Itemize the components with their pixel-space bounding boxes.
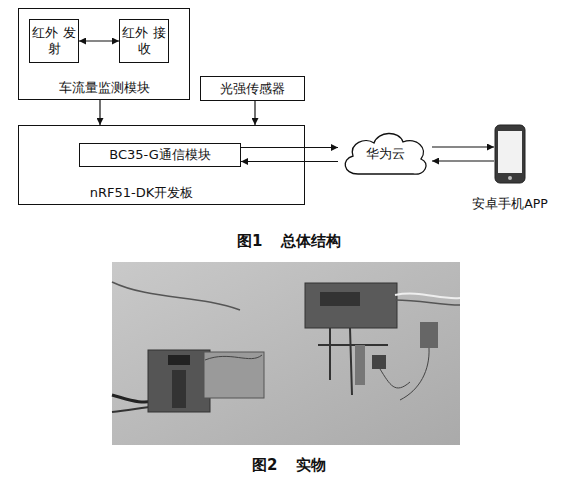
phone-outline	[494, 124, 526, 184]
board-box: nRF51-DK开发板 BC35-G通信模块	[18, 125, 305, 205]
module-box: BC35-G通信模块	[79, 143, 241, 167]
photo-background	[112, 262, 460, 445]
connector-arrow	[254, 101, 255, 125]
sensor-box: 红外 发射	[29, 19, 79, 63]
connector-arrow	[432, 160, 494, 161]
photo-cable	[112, 395, 160, 402]
node-text: 红外 发射	[30, 25, 78, 57]
node-text: 红外 接收	[120, 25, 168, 57]
photo-breadboard	[204, 352, 264, 398]
photo-stand	[318, 328, 388, 395]
sensor-box: 红外 接收	[119, 19, 169, 63]
photo-board	[305, 283, 397, 328]
photo-wire	[400, 348, 429, 400]
node-text: 华为云	[366, 146, 405, 162]
sensor-box: 光强传感器	[200, 76, 305, 101]
node-text: 光强传感器	[220, 81, 285, 97]
cloud-node: 华为云	[338, 128, 432, 180]
figure-caption: 图2 实物	[252, 456, 326, 475]
photo-wire	[205, 355, 262, 360]
node-text: BC35-G通信模块	[109, 147, 211, 163]
node-text: 安卓手机APP	[472, 196, 548, 212]
photo-cable	[395, 294, 460, 299]
cloud-outline	[345, 133, 426, 174]
photo-wire	[380, 369, 410, 388]
phone-screen	[498, 131, 522, 173]
module-group: 车流量监测模块 红外 发射 红外 接收	[18, 8, 190, 100]
photo-wire	[112, 282, 240, 310]
photo-sensor	[420, 322, 438, 348]
photo-chip	[172, 370, 186, 408]
photo-cable	[112, 406, 158, 412]
connector-arrow	[99, 100, 100, 125]
node-text: nRF51-DK开发板	[90, 185, 194, 201]
phone-node: 安卓手机APP	[494, 124, 526, 184]
phone-body	[495, 125, 525, 183]
photo-part	[355, 345, 365, 385]
photo-board	[148, 350, 210, 412]
phone-button	[508, 176, 512, 180]
photo-sensor	[372, 355, 386, 369]
photo-module	[320, 292, 360, 306]
photo	[112, 262, 460, 445]
figure-caption: 图1 总体结构	[237, 232, 341, 251]
connector-arrow	[432, 146, 494, 147]
photo-display	[168, 355, 190, 365]
node-text: 车流量监测模块	[59, 80, 150, 96]
photo-cable	[395, 300, 460, 305]
